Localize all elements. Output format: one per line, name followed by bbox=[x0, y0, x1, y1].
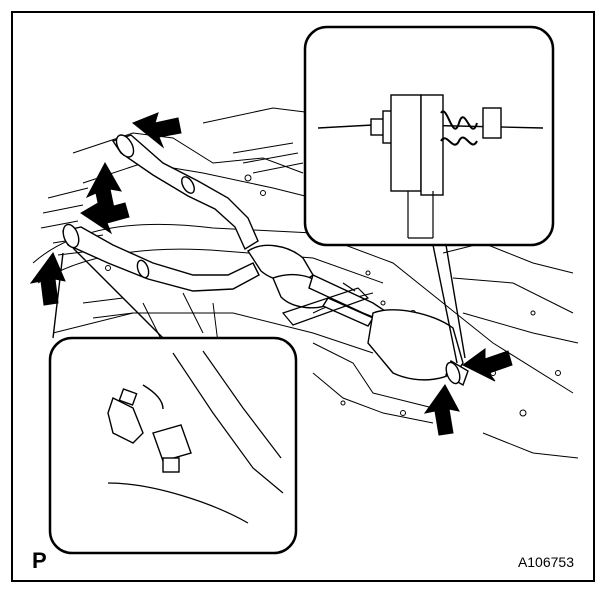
arrow-icon bbox=[462, 348, 513, 382]
crossmember bbox=[281, 282, 370, 326]
bolt-icon bbox=[107, 384, 192, 473]
callout-box-bottom bbox=[48, 336, 298, 555]
exhaust-pipe-assembly bbox=[62, 134, 469, 387]
figure-id-label: A106753 bbox=[517, 554, 574, 570]
arrow-icon bbox=[132, 112, 182, 149]
exhaust-diagram bbox=[29, 25, 579, 555]
bolt-icon bbox=[317, 94, 544, 196]
figure-frame: P A106753 bbox=[11, 11, 595, 582]
view-code-label: P bbox=[32, 548, 47, 573]
callout-box-top bbox=[303, 25, 555, 247]
spring-icon bbox=[440, 110, 478, 146]
arrow-icon bbox=[29, 251, 66, 306]
arrow-icon bbox=[80, 198, 130, 235]
callout-leaders bbox=[52, 244, 466, 364]
arrow-icon bbox=[423, 384, 460, 436]
